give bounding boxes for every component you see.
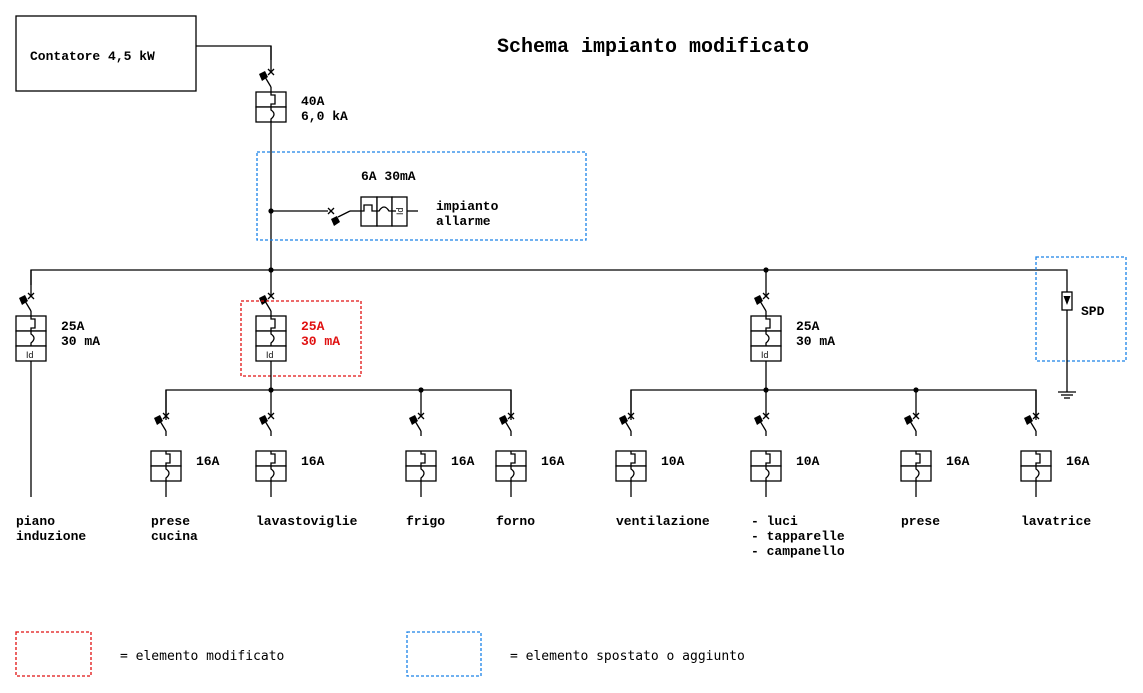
circuit-breaker-5: 10A ventilazione [615,390,710,529]
mcb-body-icon [900,450,932,482]
mcb-body-icon [255,91,287,123]
switch-contact-icon [259,390,275,436]
meter-label: Contatore 4,5 kW [30,49,155,64]
circuit-load-label: ventilazione [616,514,710,529]
rcbo-body-icon: Id [750,315,782,362]
modified-element-box [240,300,362,377]
switch-contact-icon [904,390,920,436]
rcd-id-label: Id [26,351,34,361]
circuit-rating: 10A [661,454,685,469]
legend-modified-label: = elemento modificato [120,649,284,664]
circuit-load-label: - campanello [751,544,845,559]
legend-moved-swatch [406,631,482,677]
circuit-breaker-layer: 16Apresecucina16Alavastoviglie16Afrigo16… [150,390,1091,559]
switch-contact-icon [259,270,275,316]
diagram-title: Schema impianto modificato [497,36,809,59]
circuit-breaker-7: 16A prese [900,390,970,529]
switch-contact-icon [499,390,515,436]
switch-contact-icon [259,46,275,92]
circuit-breaker-2: 16A lavastoviglie [255,390,358,529]
circuit-load-label: - luci [751,514,798,529]
rcbo-group-layer: Id Id Id [15,270,782,362]
switch-contact-icon [754,270,770,316]
main-breaker-capacity: 6,0 kA [301,109,348,124]
circuit-load-label: prese [901,514,940,529]
induction-load-line1: piano [16,514,55,529]
meter-feed-wire [196,45,272,60]
alarm-load-line2: allarme [436,214,491,229]
sub-busbar-1 [165,389,512,420]
mcb-body-icon [1020,450,1052,482]
switch-contact-icon [409,390,425,436]
alarm-rating: 6A 30mA [361,169,416,184]
switch-contact-icon [154,390,170,436]
circuit-load-label: lavastoviglie [256,514,358,529]
energy-meter: Contatore 4,5 kW [15,15,197,92]
rcd-id-label: Id [266,351,274,361]
main-breaker [255,46,287,123]
circuit-breaker-3: 16A frigo [405,390,475,529]
circuit-rating: 16A [1066,454,1090,469]
ground-icon [1058,391,1076,399]
alarm-load-line1: impianto [436,199,499,214]
mcb-body-icon [495,450,527,482]
rcbo-group-2: Id [255,270,287,362]
mcb-body-icon [750,450,782,482]
circuit-load-label: frigo [406,514,445,529]
main-busbar [30,269,1068,292]
switch-contact-icon [619,390,635,436]
circuit-load-label: forno [496,514,535,529]
rcbo-2-sensitivity: 30 mA [301,334,340,349]
sub-busbar-2 [630,389,1037,420]
rcd-id-label: Id [761,351,769,361]
circuit-rating: 16A [541,454,565,469]
switch-contact-icon [1024,390,1040,436]
rcbo-group-3: Id [750,270,782,362]
rcbo-1-sensitivity: 30 mA [61,334,100,349]
spd-symbol [1061,291,1073,392]
circuit-load-label: cucina [151,529,198,544]
induction-load-line2: induzione [16,529,86,544]
mcb-body-icon [615,450,647,482]
rcbo-group-1: Id [15,270,47,362]
circuit-load-label: - tapparelle [751,529,845,544]
circuit-load-label: prese [151,514,190,529]
circuit-breaker-4: 16A forno [495,390,565,529]
moved-element-box-spd [1035,256,1127,362]
rcbo-body-icon: Id [255,315,287,362]
spd-label: SPD [1081,304,1105,319]
circuit-load-label: lavatrice [1021,514,1091,529]
circuit-breaker-8: 16A lavatrice [1020,390,1091,529]
rcbo-body-icon: Id [15,315,47,362]
rcbo-3-rating: 25A [796,319,820,334]
circuit-rating: 10A [796,454,820,469]
main-breaker-rating: 40A [301,94,325,109]
circuit-rating: 16A [196,454,220,469]
rcbo-3-sensitivity: 30 mA [796,334,835,349]
mcb-body-icon [150,450,182,482]
alarm-rcbo: Id [271,196,418,227]
moved-element-box-alarm [256,151,587,241]
mcb-body-icon [255,450,287,482]
circuit-breaker-6: 10A - luci- tapparelle- campanello [750,390,845,559]
switch-contact-icon [19,270,35,316]
mcb-body-icon [405,450,437,482]
rcbo-2-rating: 25A [301,319,325,334]
switch-contact-icon [754,390,770,436]
circuit-rating: 16A [301,454,325,469]
legend-modified-swatch [15,631,92,677]
circuit-rating: 16A [451,454,475,469]
circuit-rating: 16A [946,454,970,469]
legend-moved-label: = elemento spostato o aggiunto [510,649,745,664]
rcbo-1-rating: 25A [61,319,85,334]
legend: = elemento modificato = elemento spostat… [15,631,745,677]
rcd-id-label: Id [396,207,406,215]
